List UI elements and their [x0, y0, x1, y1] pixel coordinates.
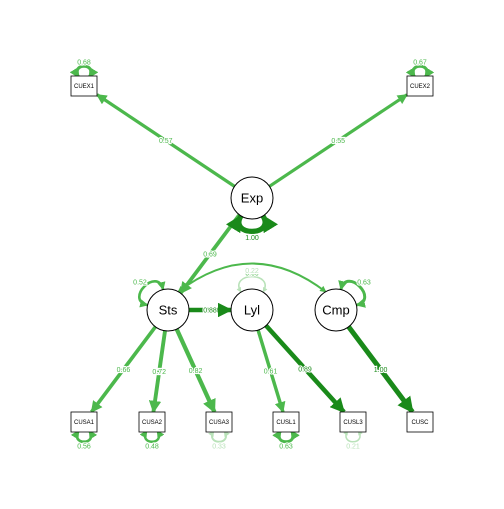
latent-node-label: Exp	[241, 191, 263, 206]
observed-node-label: CUSA1	[74, 420, 95, 426]
variance-loop-lyl	[236, 275, 268, 293]
variance-label-cuex1: 0.68	[77, 60, 91, 67]
edge-label-sts-lyl: 0.88	[203, 308, 217, 315]
variance-label-cusl1: 0.63	[279, 443, 293, 450]
variance-label-sts: 0.52	[133, 279, 147, 286]
observed-node-cuex1[interactable]: CUEX1	[70, 75, 98, 97]
latent-node-exp[interactable]: Exp	[230, 176, 274, 220]
observed-node-cusa1[interactable]: CUSA1	[70, 411, 98, 433]
variance-label-cusl3: 0.21	[346, 443, 360, 450]
latent-node-cmp[interactable]: Cmp	[314, 288, 358, 332]
variance-label-cusa2: 0.48	[145, 443, 159, 450]
latent-node-lyl[interactable]: Lyl	[230, 288, 274, 332]
observed-node-cuex2[interactable]: CUEX2	[406, 75, 434, 97]
variance-loop-exp	[225, 214, 279, 234]
edge-exp-cuex1	[96, 93, 236, 188]
observed-node-label: CUSL3	[343, 420, 363, 426]
variance-loop-sts	[138, 280, 166, 308]
variance-label-cuex2: 0.67	[413, 60, 427, 67]
edge-exp-cuex2	[268, 93, 408, 188]
edge-sts-cusa1	[90, 325, 157, 414]
edge-lyl-cusl3	[264, 324, 346, 414]
observed-node-label: CUSA2	[142, 420, 163, 426]
variance-loop-cusa3	[208, 429, 230, 443]
edge-sts-cusa3	[174, 328, 217, 414]
observed-node-cusa2[interactable]: CUSA2	[138, 411, 166, 433]
latent-node-label: Lyl	[244, 303, 260, 318]
observed-node-cusl3[interactable]: CUSL3	[339, 411, 367, 433]
covariance-sts-cmp	[177, 262, 327, 293]
variance-loop-cusl1	[272, 429, 300, 444]
variance-loop-cuex2	[405, 64, 435, 79]
edge-label-exp-cuex1: 0.57	[159, 138, 173, 145]
edge-label-exp-sts: 0.69	[203, 252, 217, 259]
edge-label-lyl-cusl3: 0.89	[298, 366, 312, 373]
edge-lyl-cusl1	[256, 329, 286, 414]
edge-label-sts-cusa2: 0.72	[152, 369, 166, 376]
observed-node-cusc[interactable]: CUSC	[406, 411, 434, 433]
covariance-label-sts-cmp: 0.60	[245, 271, 259, 278]
variance-loop-cusa2	[139, 429, 165, 443]
edge-label-lyl-cusl1: 0.61	[264, 369, 278, 376]
variance-label-cusa1: 0.56	[77, 443, 91, 450]
variance-label-cmp: 0.63	[357, 279, 371, 286]
variance-loop-cuex1	[69, 64, 99, 79]
observed-node-label: CUSL1	[276, 420, 296, 426]
edge-sts-cusa2	[148, 330, 167, 414]
edge-label-cmp-cusc: 1.00	[374, 367, 388, 374]
observed-node-label: CUSC	[411, 420, 429, 426]
variance-loop-cusl3	[343, 430, 363, 443]
variance-label-exp: 1.00	[245, 235, 259, 242]
variance-loop-cmp	[338, 279, 367, 308]
observed-node-label: CUSA3	[209, 420, 230, 426]
edge-label-sts-cusa1: 0.66	[117, 367, 131, 374]
edge-label-sts-cusa3: 0.82	[189, 368, 203, 375]
variance-label-cusa3: 0.33	[212, 443, 226, 450]
observed-node-cusa3[interactable]: CUSA3	[205, 411, 233, 433]
observed-node-cusl1[interactable]: CUSL1	[272, 411, 300, 433]
observed-node-label: CUEX2	[410, 84, 431, 90]
edge-cmp-cusc	[346, 325, 415, 414]
latent-node-sts[interactable]: Sts	[146, 288, 190, 332]
latent-node-label: Cmp	[322, 303, 349, 318]
variance-label-lyl: 0.22	[245, 268, 259, 275]
latent-node-label: Sts	[159, 303, 178, 318]
edge-label-exp-cuex2: 0.55	[331, 138, 345, 145]
variance-loop-cusa1	[70, 429, 98, 444]
observed-node-label: CUEX1	[74, 84, 95, 90]
